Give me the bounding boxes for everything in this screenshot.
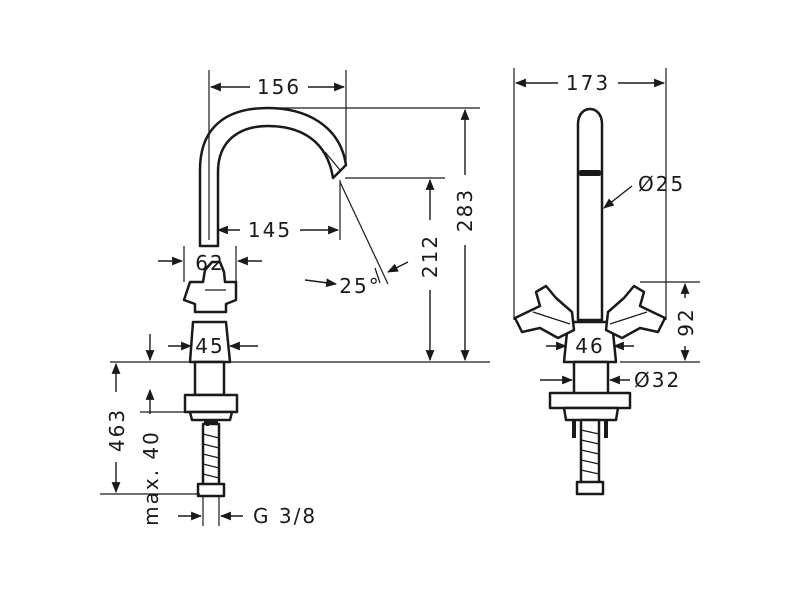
dim-side-212: 212 bbox=[345, 177, 445, 362]
dim-front-d32: Ø32 bbox=[540, 368, 681, 392]
dim-label-156: 156 bbox=[257, 75, 301, 99]
dim-label-max40: max. 40 bbox=[139, 430, 163, 526]
dim-label-145: 145 bbox=[248, 218, 292, 242]
dim-side-156: 156 bbox=[208, 70, 347, 240]
dim-side-max40: max. 40 bbox=[139, 334, 185, 526]
dim-label-45: 45 bbox=[195, 334, 224, 358]
dim-side-145: 145 bbox=[216, 180, 341, 242]
front-handle-right bbox=[604, 284, 667, 340]
dim-label-d32: Ø32 bbox=[634, 368, 681, 392]
dim-label-212: 212 bbox=[418, 234, 442, 278]
side-shank bbox=[196, 420, 226, 498]
front-body bbox=[548, 320, 632, 422]
dim-label-angle: 25° bbox=[339, 274, 380, 298]
front-shank bbox=[572, 418, 608, 496]
dim-label-62: 62 bbox=[195, 251, 224, 275]
dim-front-46: 46 bbox=[546, 334, 634, 358]
dim-label-d25: Ø25 bbox=[638, 172, 685, 196]
dim-side-45: 45 bbox=[168, 334, 258, 358]
dim-front-92: 92 bbox=[620, 281, 700, 363]
dim-side-62: 62 bbox=[158, 246, 262, 282]
dim-front-173: 173 bbox=[513, 68, 667, 320]
dim-label-283: 283 bbox=[453, 188, 477, 232]
front-handle-left bbox=[513, 284, 576, 340]
dim-side-thread: G 3/8 bbox=[178, 496, 317, 528]
dim-label-46: 46 bbox=[575, 334, 604, 358]
side-view: 156 145 283 212 bbox=[100, 70, 490, 528]
dim-label-463: 463 bbox=[105, 408, 129, 452]
dim-label-thread: G 3/8 bbox=[253, 504, 317, 528]
dim-side-283: 283 bbox=[110, 107, 490, 363]
front-view: 173 Ø25 92 46 Ø32 bbox=[513, 68, 700, 496]
dim-side-463: 463 bbox=[100, 362, 200, 495]
dim-side-angle: 25° bbox=[304, 181, 409, 298]
front-spout bbox=[576, 107, 604, 322]
side-spout bbox=[198, 106, 348, 248]
dim-label-173: 173 bbox=[566, 71, 610, 95]
dim-front-d25: Ø25 bbox=[603, 172, 685, 209]
dim-label-92: 92 bbox=[674, 307, 698, 336]
